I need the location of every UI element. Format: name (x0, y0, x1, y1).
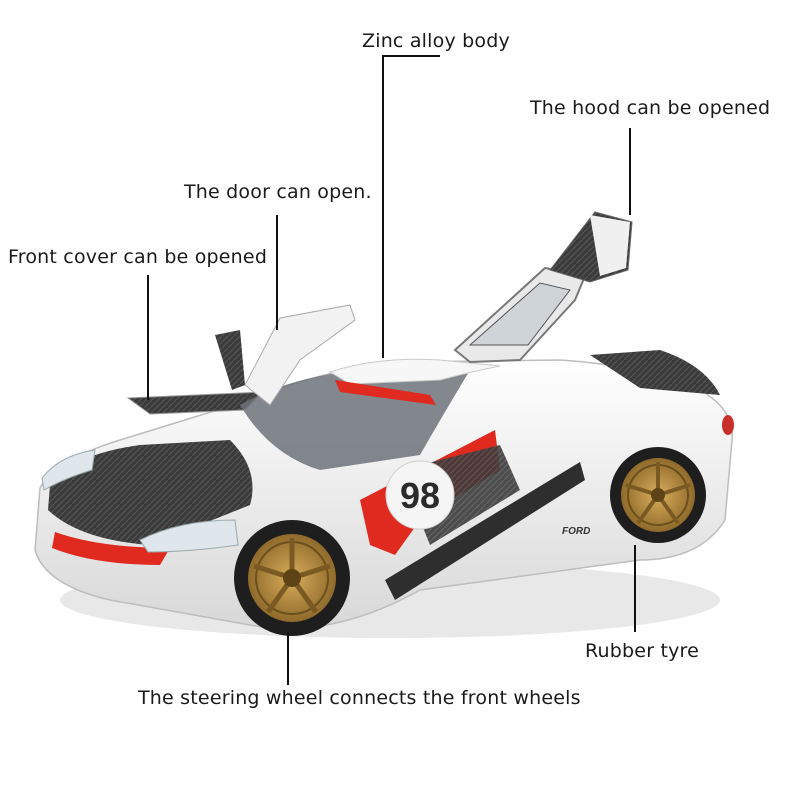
leader-zinc-alloy (382, 55, 440, 358)
front-wheel (234, 520, 350, 636)
roof-red-stripe (335, 380, 436, 405)
door-window (468, 282, 571, 346)
car-number: 98 (400, 475, 440, 516)
door-sill (385, 462, 585, 600)
front-red-stripe (52, 532, 170, 565)
callout-door-open: The door can open. (184, 181, 372, 203)
front-carbon-cover (48, 440, 253, 545)
headlight (139, 519, 239, 553)
rear-wheel (610, 447, 706, 543)
open-door-left (244, 304, 356, 406)
callout-hood-opened: The hood can be opened (530, 97, 771, 119)
callout-front-cover: Front cover can be opened (8, 246, 268, 268)
callout-zinc-alloy-body: Zinc alloy body (362, 30, 510, 52)
hood-panel-white (590, 215, 630, 276)
door-mirror (215, 330, 245, 390)
number-roundel (385, 460, 455, 530)
taillight (722, 415, 734, 435)
rear-carbon (590, 350, 720, 395)
callout-steering-wheel: The steering wheel connects the front wh… (138, 687, 581, 709)
callout-rubber-tyre: Rubber tyre (585, 640, 700, 662)
headlight-left (41, 449, 96, 491)
roof (328, 358, 501, 385)
brand-text: FORD (562, 526, 590, 537)
